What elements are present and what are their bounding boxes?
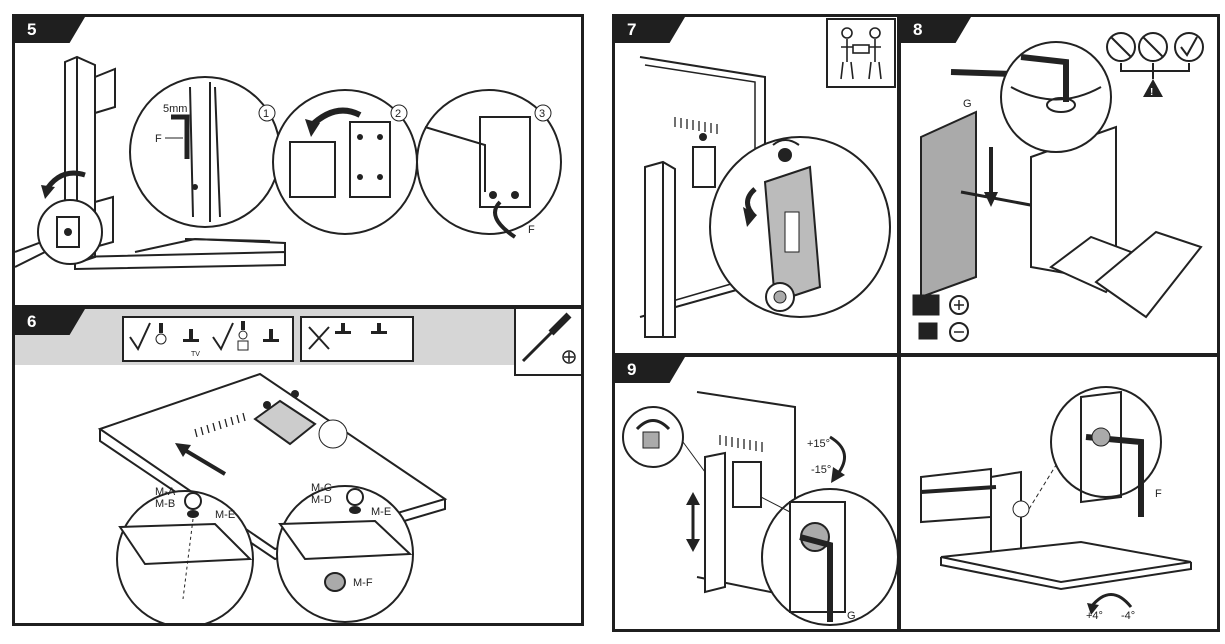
mc-label: M-C bbox=[311, 482, 332, 494]
step-number: 7 bbox=[627, 20, 637, 39]
step-5-illustration: 5mm F 1 2 3 F bbox=[15, 55, 562, 271]
step-5-panel: 5 5mm F 1 bbox=[12, 14, 584, 308]
step-number: 5 bbox=[27, 20, 37, 39]
no-tools-icon bbox=[1106, 32, 1204, 79]
tool-g-label: G bbox=[847, 610, 856, 622]
size-label: 5mm bbox=[163, 103, 187, 115]
step-6-illustration: TV M-A M-B M-E bbox=[15, 309, 581, 623]
rotate-icon bbox=[829, 435, 846, 476]
mf-label: M-F bbox=[353, 577, 373, 589]
rotate-icon bbox=[635, 419, 671, 431]
rotate-icon bbox=[772, 139, 800, 146]
step-number: 9 bbox=[627, 360, 637, 379]
sub-step-label: 3 bbox=[539, 108, 545, 120]
check-icon bbox=[212, 322, 234, 352]
cross-icon bbox=[308, 326, 330, 350]
tilt-down-label: -15° bbox=[811, 464, 831, 476]
ma-label: M-A bbox=[155, 486, 176, 498]
step-number: 6 bbox=[27, 312, 37, 331]
tool-f-label: F bbox=[528, 224, 535, 236]
md-label: M-D bbox=[311, 494, 332, 506]
step-number: 8 bbox=[913, 20, 923, 39]
sub-step-label: 1 bbox=[263, 108, 269, 120]
me-label: M-E bbox=[215, 509, 235, 521]
tilt-up-label: +15° bbox=[807, 438, 830, 450]
sub-step-label: 2 bbox=[395, 108, 401, 120]
svg-text:!: ! bbox=[1150, 87, 1153, 98]
rotate-minus-label: -4° bbox=[1121, 610, 1135, 622]
step-9-illustration: +15° -15° G bbox=[622, 391, 897, 626]
tool-g-label: G bbox=[963, 98, 972, 110]
warning-icon bbox=[1143, 79, 1163, 97]
rotate-plus-label: +4° bbox=[1086, 610, 1103, 622]
rotate-icon bbox=[1089, 593, 1133, 608]
arrow-icon bbox=[181, 447, 227, 476]
tool-f-label: F bbox=[1155, 488, 1162, 500]
step-9-panel: 9 +15° -15° G bbox=[612, 354, 900, 632]
tool-f-label: F bbox=[155, 133, 162, 145]
step-10-panel: F +4° -4° bbox=[898, 354, 1220, 632]
step-7-illustration bbox=[639, 18, 896, 338]
step-10-illustration: F +4° -4° bbox=[920, 386, 1192, 622]
me-label: M-E bbox=[371, 506, 391, 518]
step-7-panel: 7 bbox=[612, 14, 900, 356]
tv-label: TV bbox=[191, 351, 200, 358]
check-icon bbox=[129, 322, 151, 352]
step-8-panel: 8 ! G bbox=[898, 14, 1220, 356]
two-people-icon bbox=[840, 27, 882, 80]
mb-label: M-B bbox=[155, 498, 175, 510]
step-8-illustration: ! G bbox=[912, 32, 1204, 342]
step-6-panel: TV M-A M-B M-E bbox=[12, 306, 584, 626]
